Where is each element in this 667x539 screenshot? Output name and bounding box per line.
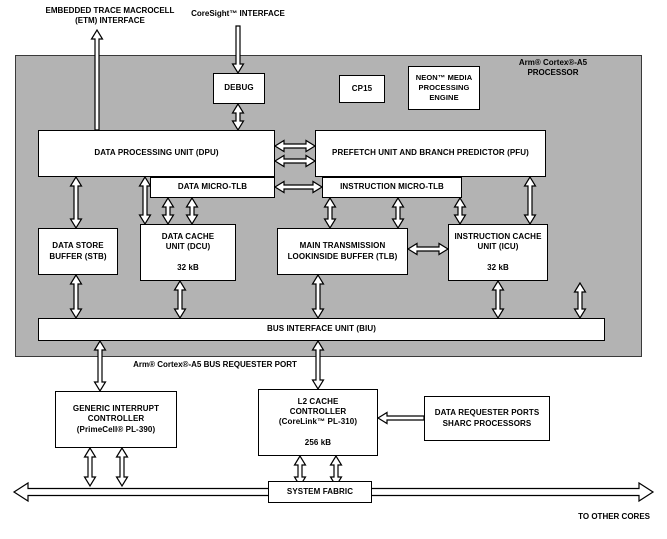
main-tlb-block: MAIN TRANSMISSION LOOKINSIDE BUFFER (TLB… [277,228,408,275]
instruction-cache-unit-block: INSTRUCTION CACHE UNIT (ICU) 32 kB [448,224,548,281]
arrow-sharc-ports-l2 [376,411,425,425]
coresight-interface-label: CoreSight™ INTERFACE [191,9,285,18]
bus-interface-unit-block: BUS INTERFACE UNIT (BIU) [38,318,605,341]
instruction-micro-tlb-block: INSTRUCTION MICRO-TLB [322,177,462,198]
debug-block: DEBUG [213,73,265,104]
data-store-buffer-block: DATA STORE BUFFER (STB) [38,228,118,275]
neon-media-engine-block: NEON™ MEDIA PROCESSING ENGINE [408,66,480,110]
etm-interface-label: EMBEDDED TRACE MACROCELL (ETM) INTERFACE [45,6,175,26]
data-requester-ports-block: DATA REQUESTER PORTS SHARC PROCESSORS [424,396,550,441]
processor-region [15,55,642,357]
data-processing-unit-block: DATA PROCESSING UNIT (DPU) [38,130,275,177]
to-other-cores-label: TO OTHER CORES [578,512,650,521]
data-cache-unit-block: DATA CACHE UNIT (DCU) 32 kB [140,224,236,281]
system-fabric-label-box: SYSTEM FABRIC [268,481,372,503]
generic-interrupt-controller-block: GENERIC INTERRUPT CONTROLLER (PrimeCell®… [55,391,177,448]
data-micro-tlb-block: DATA MICRO-TLB [150,177,275,198]
prefetch-unit-block: PREFETCH UNIT AND BRANCH PREDICTOR (PFU) [315,130,546,177]
arrow-gic-fabric-1 [83,446,97,488]
cp15-block: CP15 [339,75,385,103]
bus-requester-port-label: Arm® Cortex®-A5 BUS REQUESTER PORT [133,360,297,369]
arrow-gic-fabric-2 [115,446,129,488]
processor-title: Arm® Cortex®-A5 PROCESSOR [518,58,588,78]
l2-cache-controller-block: L2 CACHE CONTROLLER (CoreLink™ PL-310) 2… [258,389,378,456]
